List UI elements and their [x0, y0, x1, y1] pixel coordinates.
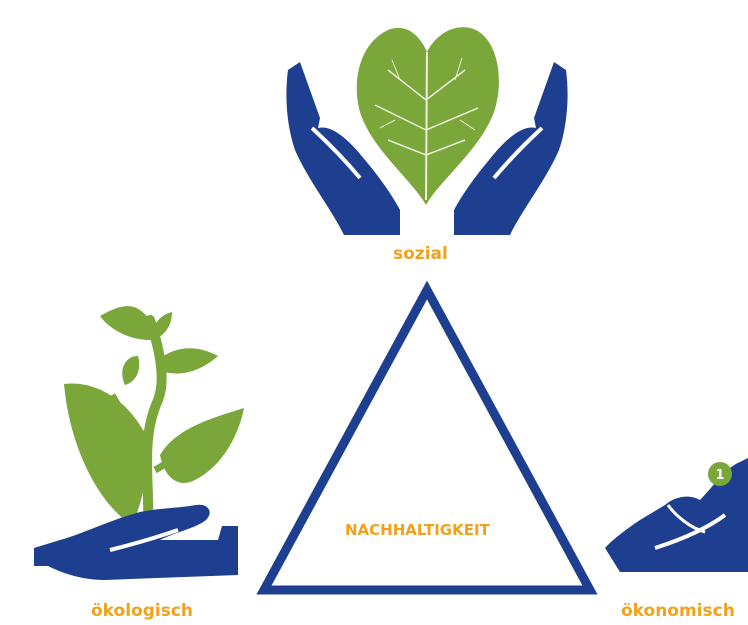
- social-hands-leaf-icon: [286, 27, 568, 235]
- social-label: sozial: [393, 244, 448, 264]
- coin-number: 1: [715, 468, 724, 483]
- economic-hand-coin-icon: 1: [605, 458, 748, 572]
- plant-leaf-icon: [64, 383, 149, 525]
- center-label: NACHHALTIGKEIT: [345, 521, 490, 539]
- right-hand-icon: [454, 62, 568, 235]
- sustainability-triangle: [256, 280, 598, 595]
- ecological-label: ökologisch: [91, 601, 194, 621]
- economic-label: ökonomisch: [621, 601, 735, 621]
- left-hand-icon: [286, 62, 400, 235]
- heart-leaf-icon: [356, 27, 499, 206]
- ecological-hand-plant-icon: [34, 306, 244, 580]
- coin-icon: [708, 462, 732, 486]
